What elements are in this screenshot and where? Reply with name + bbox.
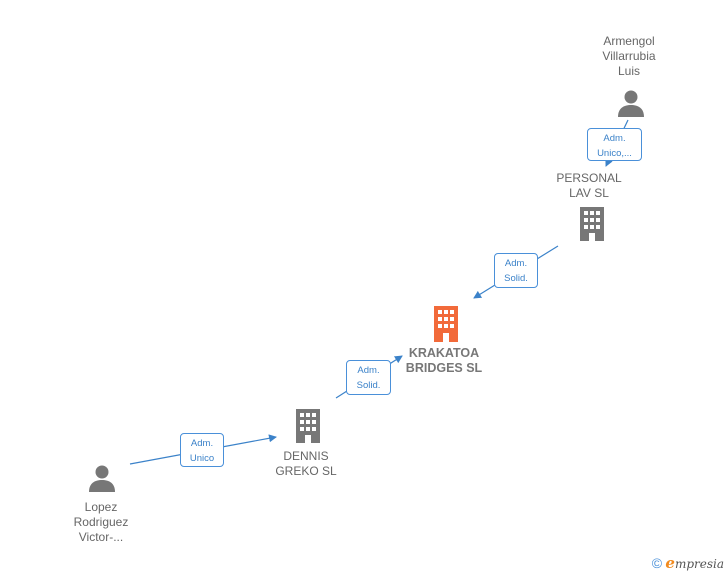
copyright-symbol: © <box>651 555 663 571</box>
building-icon[interactable] <box>292 407 324 443</box>
footer-brand: © empresia <box>652 554 724 572</box>
edge-badge-lopez-dennis[interactable]: Adm. Unico <box>180 433 224 467</box>
edge-badge-armengol-personal[interactable]: Adm. Unico,... <box>587 128 642 161</box>
building-icon[interactable] <box>576 205 608 241</box>
node-label-krakatoa: KRAKATOA BRIDGES SL <box>405 346 483 375</box>
building-icon-main[interactable] <box>430 304 462 342</box>
person-icon[interactable] <box>87 463 117 493</box>
person-icon[interactable] <box>616 88 646 118</box>
edge-badge-personal-krakatoa[interactable]: Adm. Solid. <box>494 253 538 288</box>
node-label-armengol: Armengol Villarrubia Luis <box>602 34 656 78</box>
node-label-dennis-greko: DENNIS GREKO SL <box>275 449 337 478</box>
node-label-personal-lav: PERSONAL LAV SL <box>556 171 622 200</box>
edge-badge-dennis-krakatoa[interactable]: Adm. Solid. <box>346 360 391 395</box>
node-label-lopez: Lopez Rodriguez Victor-... <box>73 500 129 544</box>
empresia-logo[interactable]: empresia <box>665 554 724 572</box>
